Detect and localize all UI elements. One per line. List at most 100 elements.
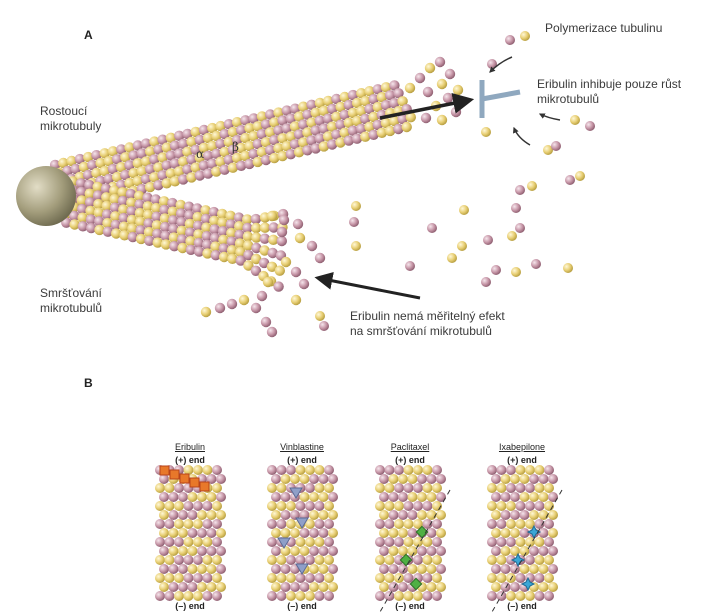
tubulin-subunit xyxy=(143,209,154,221)
tubulin-subunit xyxy=(78,161,90,173)
tubulin-subunit xyxy=(426,474,437,484)
tubulin-subunit xyxy=(277,133,288,144)
tubulin-subunit xyxy=(178,564,188,574)
tubulin-subunit xyxy=(168,546,179,556)
tubulin-subunit xyxy=(306,240,318,252)
tubulin-subunit xyxy=(99,165,110,177)
tubulin-subunit xyxy=(83,151,94,163)
tubulin-subunit xyxy=(259,222,271,233)
tubulin-subunit xyxy=(206,564,217,574)
tubulin-subunit xyxy=(125,188,137,200)
tubulin-subunit xyxy=(186,136,197,147)
tubulin-subunit xyxy=(322,113,334,124)
tubulin-subunit xyxy=(500,582,511,592)
free-tubulin xyxy=(531,259,541,269)
tubulin-subunit xyxy=(436,546,446,556)
tubulin-subunit xyxy=(85,205,96,217)
tubulin-subunit xyxy=(183,201,195,212)
tubulin-subunit xyxy=(140,138,152,149)
tubulin-subunit xyxy=(183,555,194,565)
tubulin-subunit xyxy=(107,163,119,175)
alpha-label: α xyxy=(196,147,205,161)
tubulin-subunit xyxy=(168,510,179,520)
tubulin-subunit xyxy=(384,125,396,137)
free-tubulin xyxy=(507,231,517,241)
tubulin-subunit xyxy=(85,214,97,225)
tubulin-subunit xyxy=(372,119,383,131)
tubulin-subunit xyxy=(538,528,549,538)
tubulin-subunit xyxy=(380,82,392,93)
tubulin-subunit xyxy=(436,78,448,90)
tubulin-subunit xyxy=(280,256,292,268)
tubulin-subunit xyxy=(86,222,97,234)
tubulin-subunit xyxy=(347,89,359,101)
tubulin-subunit xyxy=(506,465,516,475)
tubulin-subunit xyxy=(491,528,501,538)
tubulin-subunit xyxy=(159,582,169,592)
tubulin-subunit xyxy=(58,157,69,169)
panel-label-b: B xyxy=(84,376,93,390)
tubulin-subunit xyxy=(314,555,325,565)
tubulin-subunit xyxy=(510,564,520,574)
tubulin-subunit xyxy=(426,564,437,574)
tubulin-subunit xyxy=(248,131,259,142)
tubulin-subunit xyxy=(242,231,254,242)
tubulin-subunit xyxy=(159,213,171,224)
tubulin-subunit xyxy=(99,148,110,159)
tubulin-subunit xyxy=(318,564,329,574)
tubulin-subunit xyxy=(375,519,385,529)
tubulin-subunit xyxy=(506,537,516,547)
tubulin-subunit xyxy=(165,132,177,143)
tubulin-subunit xyxy=(417,510,427,520)
tubulin-subunit xyxy=(295,501,306,511)
tubulin-subunit xyxy=(135,225,146,236)
free-tubulin xyxy=(319,321,329,331)
tubulin-subunit xyxy=(500,564,511,574)
tubulin-subunit xyxy=(119,230,130,241)
tubulin-subunit xyxy=(525,519,535,529)
tubulin-subunit xyxy=(310,107,321,118)
tubulin-subunit xyxy=(192,211,203,223)
tubulin-subunit xyxy=(206,528,217,538)
tubulin-subunit xyxy=(168,232,180,243)
free-tubulin xyxy=(405,261,415,271)
tubulin-subunit xyxy=(158,196,170,207)
tubulin-subunit xyxy=(178,546,188,556)
tubulin-subunit xyxy=(500,492,511,502)
tubulin-subunit xyxy=(407,492,418,502)
tubulin-subunit xyxy=(298,137,309,148)
tubulin-subunit xyxy=(368,111,379,123)
tubulin-subunit xyxy=(397,113,408,125)
tubulin-subunit xyxy=(436,564,446,574)
free-tubulin xyxy=(459,205,469,215)
tubulin-subunit xyxy=(258,257,270,269)
tubulin-subunit xyxy=(328,528,338,538)
tubulin-subunit xyxy=(529,492,539,502)
tubulin-subunit xyxy=(168,582,179,592)
tubulin-subunit xyxy=(403,519,414,529)
tubulin-subunit xyxy=(226,298,238,310)
tubulin-subunit xyxy=(177,242,188,254)
tubulin-subunit xyxy=(310,125,321,136)
tubulin-subunit xyxy=(159,546,169,556)
tubulin-subunit xyxy=(101,200,112,212)
tubulin-subunit xyxy=(267,465,277,475)
tubulin-subunit xyxy=(403,465,414,475)
tubulin-subunit xyxy=(294,232,306,244)
tubulin-subunit xyxy=(75,178,87,189)
tubulin-subunit xyxy=(368,94,379,105)
tubulin-subunit xyxy=(388,474,399,484)
inhibition-arrow xyxy=(379,92,475,120)
tubulin-subunit xyxy=(256,111,268,122)
tubulin-subunit xyxy=(510,546,520,556)
tubulin-subunit xyxy=(206,546,217,556)
tubulin-subunit xyxy=(128,168,139,179)
tubulin-subunit xyxy=(183,573,194,583)
tubulin-subunit xyxy=(314,501,325,511)
tubulin-subunit xyxy=(142,192,153,203)
tubulin-subunit xyxy=(251,222,262,234)
tubulin-subunit xyxy=(155,501,165,511)
tubulin-subunit xyxy=(305,483,315,493)
tubulin-subunit xyxy=(128,150,139,161)
tubulin-subunit xyxy=(426,546,437,556)
